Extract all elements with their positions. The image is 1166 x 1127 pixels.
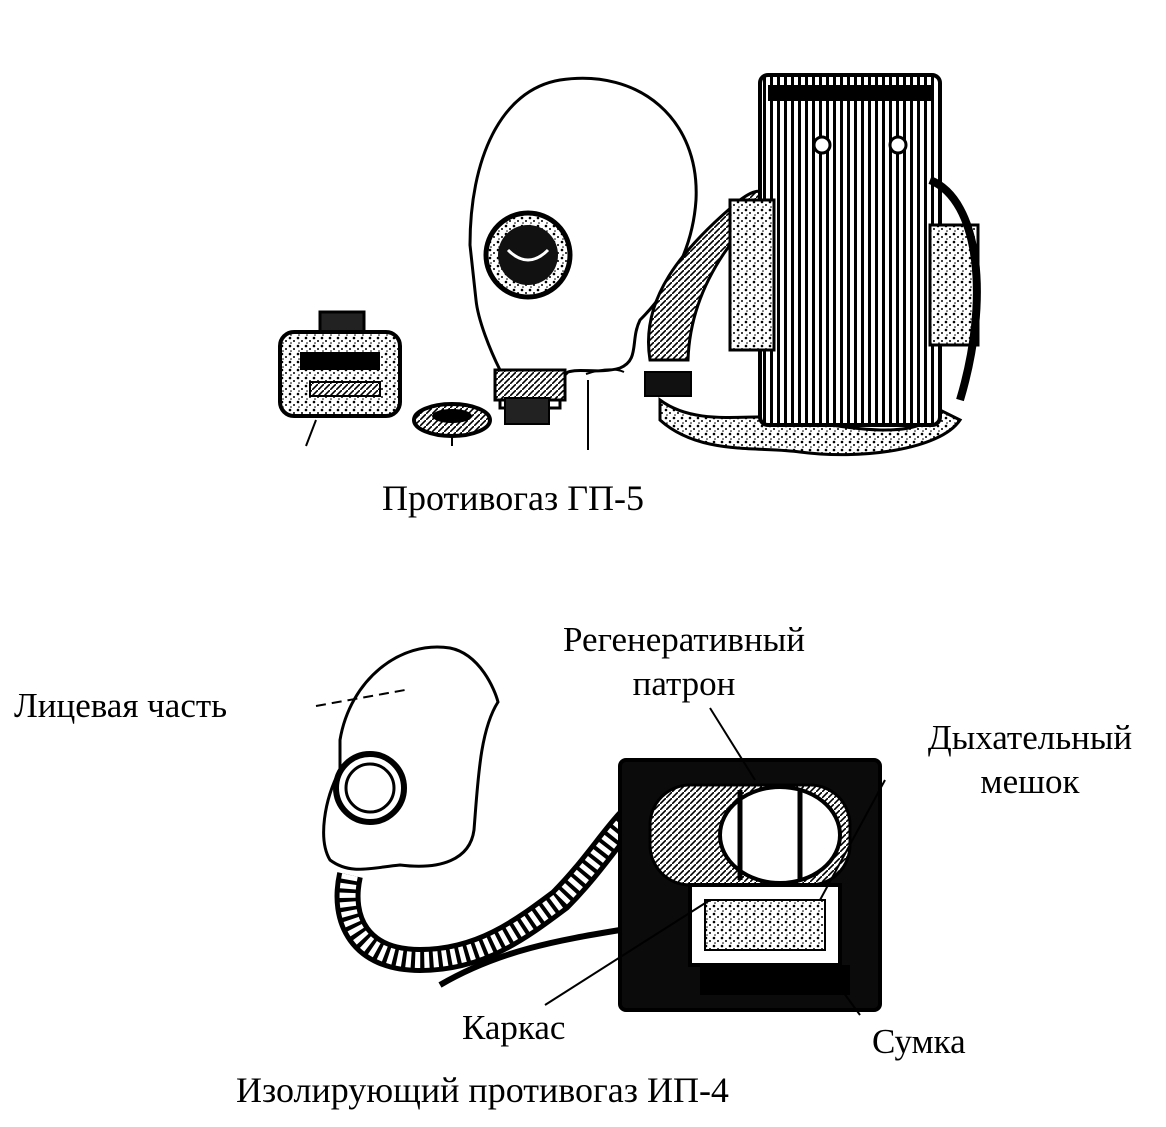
- label-face-part: Лицевая часть: [14, 686, 228, 725]
- label-bag-line1: Дыхательный: [927, 718, 1133, 757]
- label-regen-line1: Регенеративный: [563, 620, 805, 659]
- figure1-caption: Противогаз ГП-5: [382, 478, 645, 518]
- label-pouch: Сумка: [872, 1022, 966, 1061]
- face-part: [315, 645, 500, 871]
- ip4-illustration: [315, 645, 886, 1016]
- helmet-mask: [468, 76, 698, 450]
- regenerative-unit: [618, 758, 882, 1012]
- label-frame: Каркас: [462, 1008, 566, 1047]
- label-breathing-bag: Дыхательный мешок: [900, 716, 1160, 804]
- label-bag-line2: мешок: [980, 762, 1080, 801]
- breathing-hose: [334, 789, 658, 988]
- label-regenerative-cartridge: Регенеративный патрон: [534, 618, 834, 706]
- leader-lines: [544, 707, 886, 1016]
- valve-cap: [412, 402, 492, 446]
- figure2-caption: Изолирующий противогаз ИП-4: [236, 1070, 729, 1110]
- label-regen-line2: патрон: [632, 664, 736, 703]
- carrying-bag: [644, 73, 981, 457]
- filter-canister: [278, 310, 402, 447]
- gp5-illustration: [278, 73, 981, 457]
